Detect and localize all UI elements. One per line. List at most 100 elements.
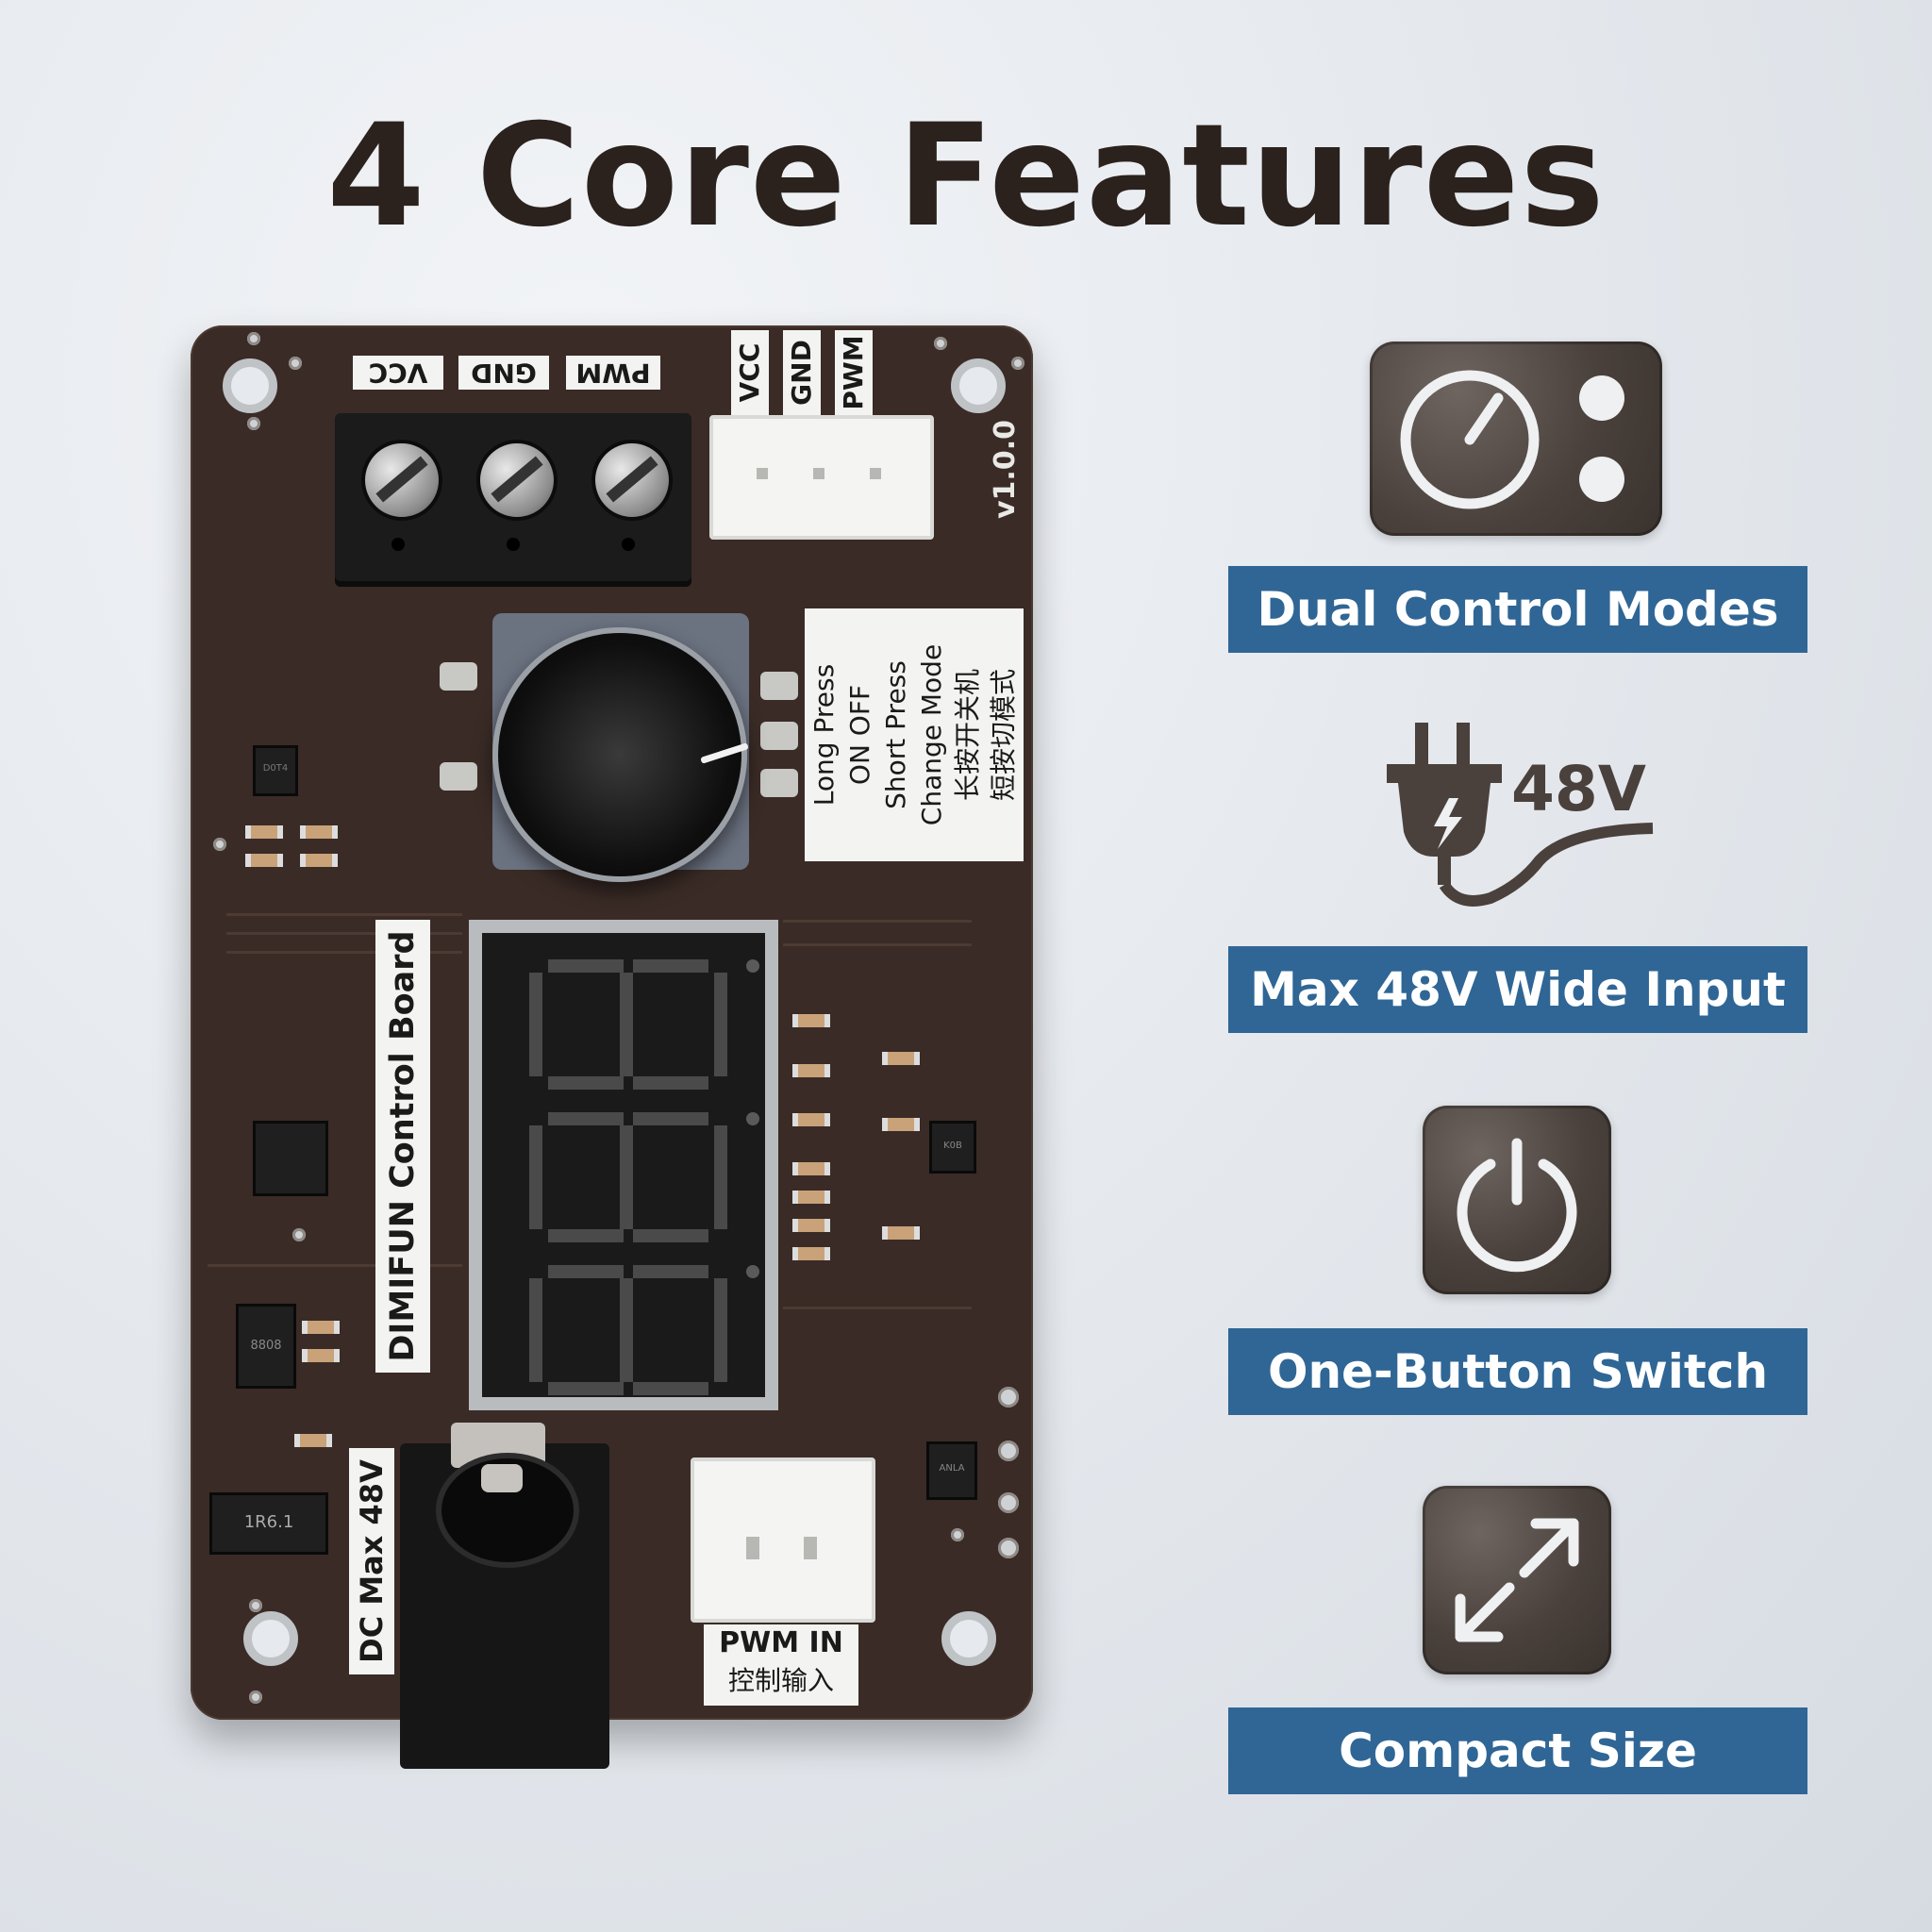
instruction-label: Long Press ON OFF Short Press Change Mod… [805, 608, 1024, 861]
smd-resistor [882, 1226, 920, 1240]
via [998, 1538, 1019, 1558]
smd-resistor [300, 854, 338, 867]
barrel-socket [436, 1453, 579, 1568]
via [213, 838, 226, 851]
smd-resistor [792, 1014, 830, 1027]
digit [529, 1265, 759, 1397]
encoder-lug [440, 662, 477, 691]
trace [783, 1307, 972, 1309]
feature-label-dual-control: Dual Control Modes [1228, 566, 1807, 653]
via [1011, 357, 1024, 370]
dual-control-tile [1370, 341, 1662, 536]
via [934, 337, 947, 350]
terminal-label-gnd: GND [458, 356, 549, 390]
via [951, 1528, 964, 1541]
terminal-label-vcc: VCC [353, 356, 443, 390]
feature-label-one-button: One-Button Switch [1228, 1328, 1807, 1415]
power-icon [1457, 1138, 1577, 1273]
smd-resistor [245, 854, 283, 867]
trace [226, 951, 462, 954]
board-name-label: DIMIFUN Control Board [375, 920, 430, 1373]
encoder-lug [760, 722, 798, 750]
expand-arrows-icon [1455, 1518, 1579, 1642]
screw [476, 440, 558, 521]
trace [226, 932, 462, 935]
via [247, 417, 260, 430]
chip-mark: 1R6.1 [243, 1512, 294, 1532]
pin [746, 1537, 759, 1559]
trace [226, 913, 462, 916]
mount-hole [223, 358, 277, 413]
chip-mark: D0T4 [262, 763, 289, 774]
smd-resistor [300, 825, 338, 839]
jst-connector-bottom [691, 1457, 875, 1623]
smd-resistor [792, 1191, 830, 1204]
via [998, 1441, 1019, 1461]
instruction-line: Short Press [880, 660, 911, 809]
chip-mark: K0B [943, 1141, 962, 1151]
compact-tile [1423, 1486, 1611, 1674]
version-label: v1.0.0 [989, 420, 1022, 519]
mount-hole [243, 1611, 298, 1666]
feature-label-max-input: Max 48V Wide Input [1228, 946, 1807, 1033]
smd-resistor [245, 825, 283, 839]
power-label: DC Max 48V [349, 1448, 394, 1674]
via [998, 1387, 1019, 1407]
smd-resistor [882, 1118, 920, 1131]
jst-connector-top [709, 415, 934, 540]
chip-mark: 8808 [250, 1339, 282, 1353]
smd-resistor [792, 1162, 830, 1175]
digit [529, 959, 759, 1091]
barrel-pin [481, 1464, 523, 1492]
terminal-dot [507, 538, 520, 551]
via [998, 1492, 1019, 1513]
via [292, 1228, 306, 1241]
terminal-dot [391, 538, 405, 551]
smd-resistor [302, 1321, 340, 1334]
smd-resistor [792, 1113, 830, 1126]
smd-resistor [792, 1064, 830, 1077]
instruction-line: Long Press [808, 663, 840, 807]
sot-chip: ANLA [926, 1441, 977, 1500]
smd-resistor [792, 1247, 830, 1260]
pin [757, 468, 768, 479]
voltage-badge: 48V [1511, 753, 1646, 825]
encoder-lug [440, 762, 477, 791]
mount-hole [951, 358, 1006, 413]
feature-label-compact: Compact Size [1228, 1707, 1807, 1794]
smd-resistor [792, 1219, 830, 1232]
trace [783, 943, 972, 946]
pwm-in-label: PWM IN 控制输入 [704, 1624, 858, 1706]
terminal-label-pwm: PWM [566, 356, 660, 390]
screw [591, 440, 673, 521]
instruction-line: ON OFF [844, 684, 875, 786]
via [247, 332, 260, 345]
plug-icon [1387, 723, 1654, 907]
pwm-in-text: PWM IN [719, 1626, 843, 1659]
via [249, 1690, 262, 1704]
chip-mark: ANLA [939, 1463, 965, 1474]
smd-resistor [882, 1052, 920, 1065]
via [249, 1599, 262, 1612]
seven-segment-display [469, 920, 778, 1410]
mount-hole [941, 1611, 996, 1666]
screw [361, 440, 442, 521]
regulator-chip: 8808 [236, 1304, 296, 1389]
ic-chip: D0T4 [253, 745, 298, 796]
diode-chip: 1R6.1 [209, 1492, 328, 1555]
pin [813, 468, 824, 479]
encoder-lug [760, 769, 798, 797]
knob-icon [1400, 370, 1624, 509]
digit [529, 1112, 759, 1244]
via [289, 357, 302, 370]
pwm-in-cn-text: 控制输入 [727, 1665, 834, 1696]
rotary-knob[interactable] [492, 627, 747, 882]
pin [804, 1537, 817, 1559]
page-title: 4 Core Features [326, 94, 1606, 258]
pin [870, 468, 881, 479]
smd-capacitor [294, 1434, 332, 1447]
mcu-chip [253, 1121, 328, 1196]
header-label-pwm: PWM [835, 330, 873, 415]
instruction-line: Change Mode [916, 643, 947, 826]
header-label-gnd: GND [783, 330, 821, 415]
